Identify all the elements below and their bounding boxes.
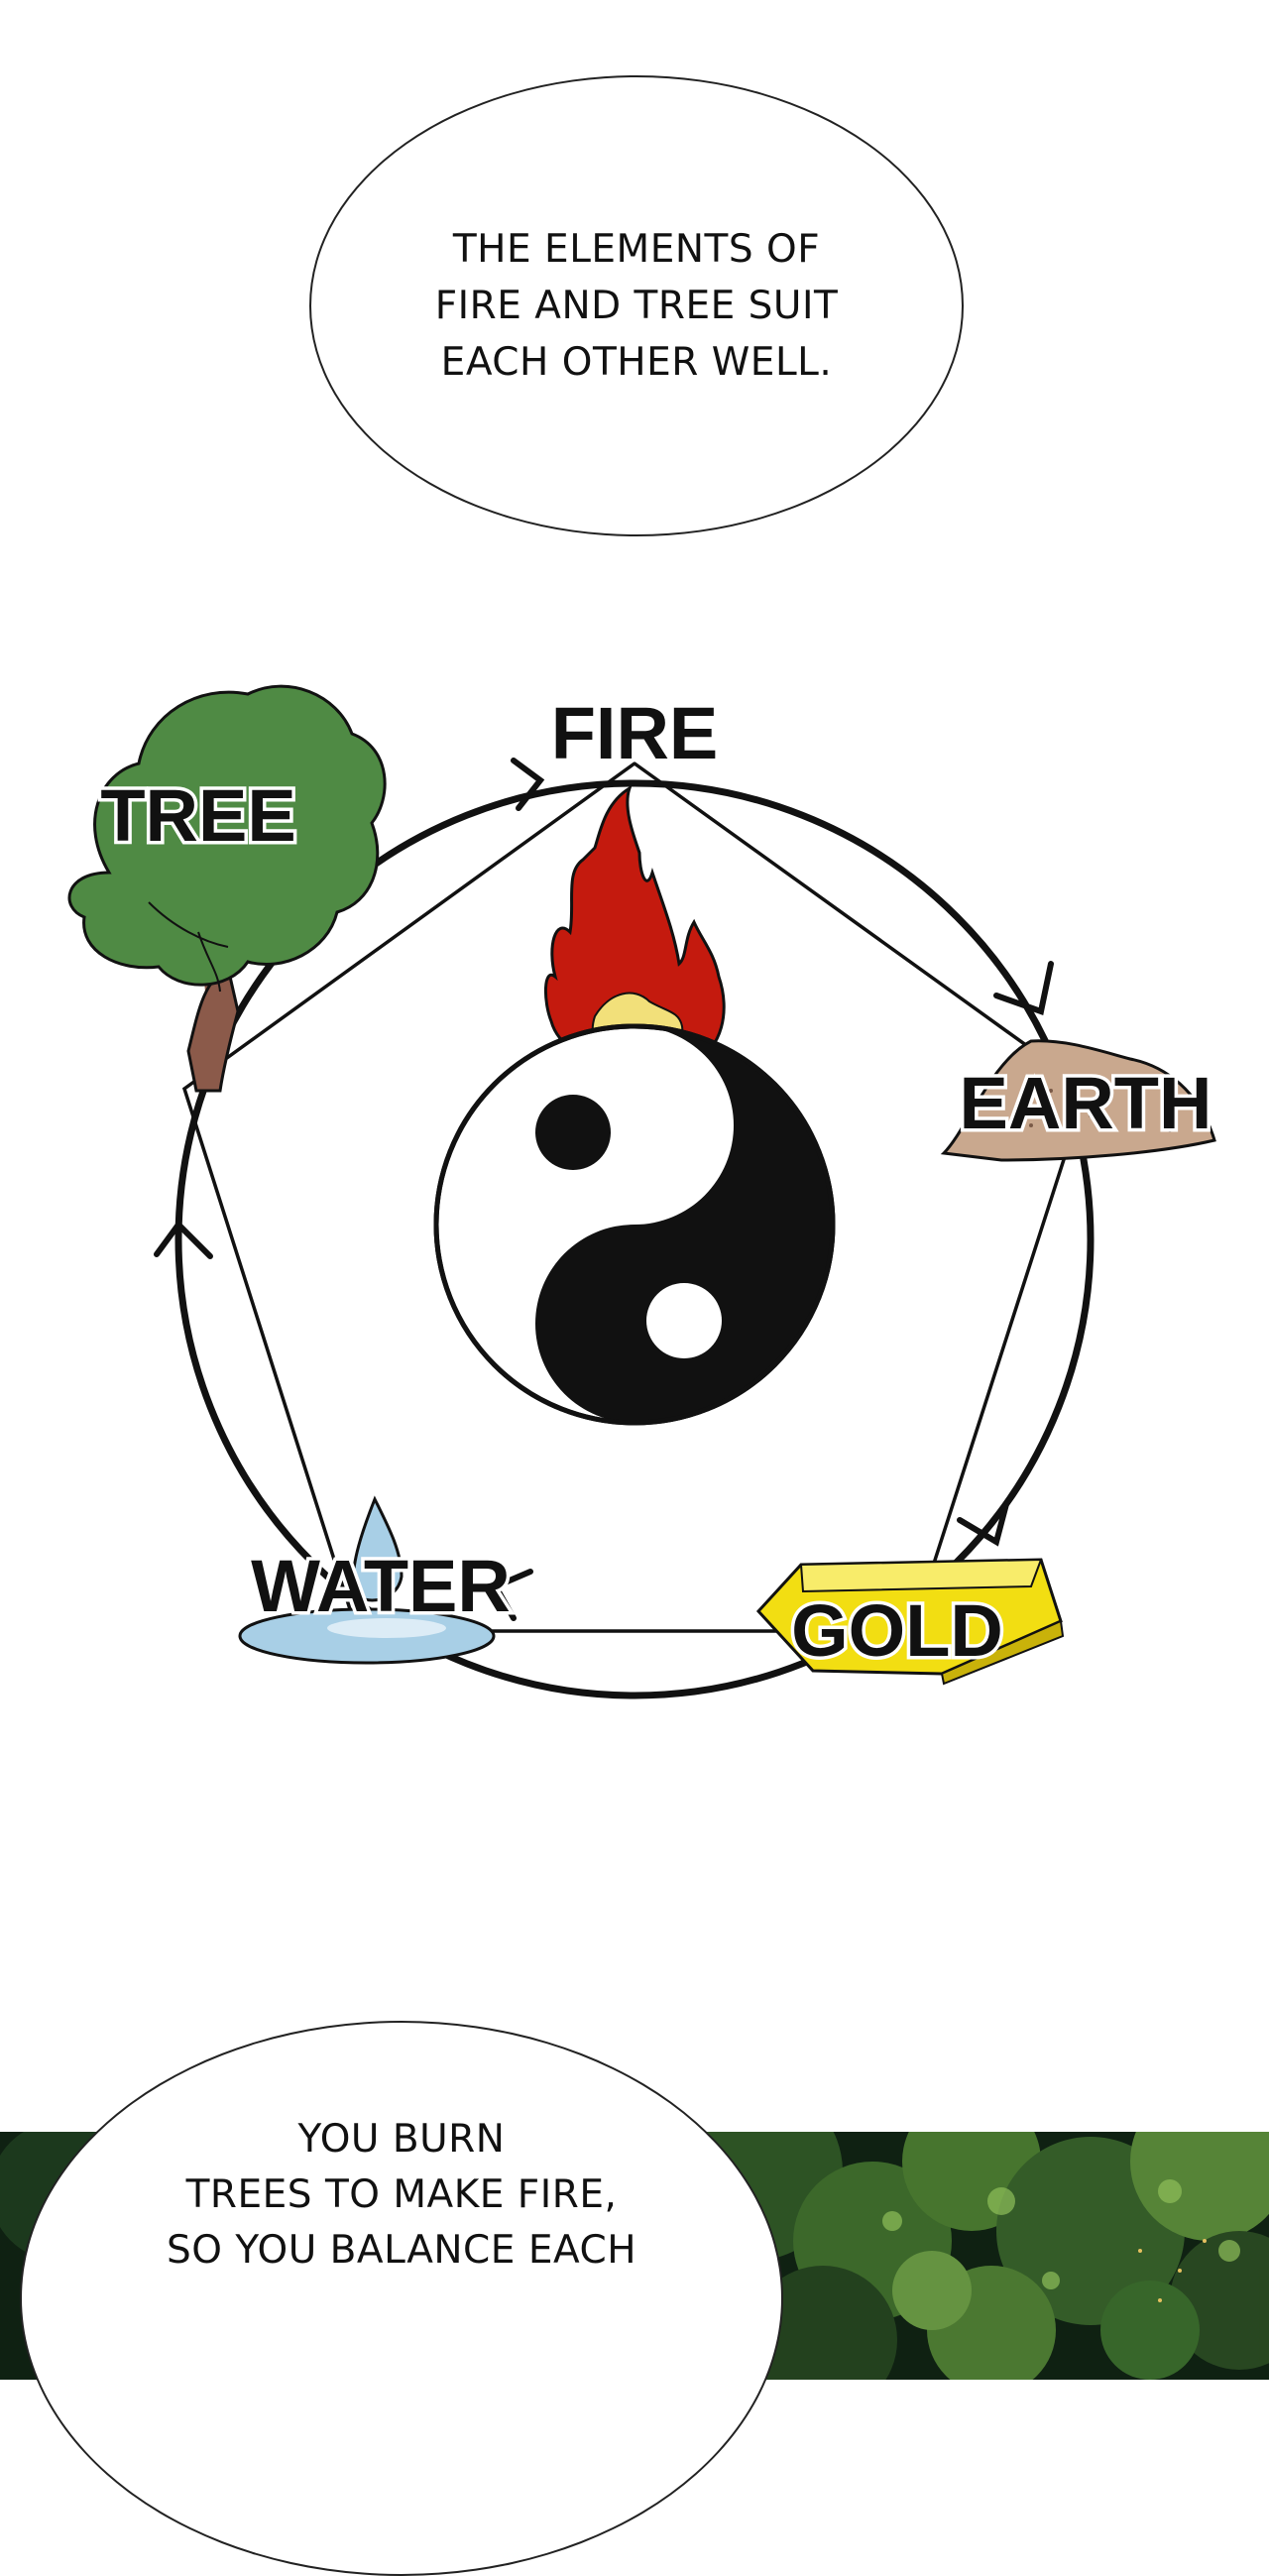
label-fire: FIRE (551, 692, 719, 774)
label-gold: GOLD (791, 1589, 1003, 1672)
flame-icon (543, 784, 726, 1065)
arrow-tree-to-fire (511, 758, 545, 811)
label-earth: EARTH (960, 1062, 1212, 1144)
arrow-water-to-tree (154, 1220, 213, 1259)
gold-bar-icon (755, 1558, 1065, 1686)
cycle-circle (174, 779, 1095, 1699)
water-drop-icon (238, 1495, 496, 1665)
bubble-bottom-line-3: SO YOU BALANCE EACH (166, 2228, 637, 2273)
tree-icon (67, 684, 387, 1093)
arrow-gold-to-water (491, 1569, 533, 1621)
arrow-fire-to-earth (993, 961, 1054, 1015)
label-tree: TREE (100, 774, 295, 857)
label-water: WATER (251, 1545, 511, 1627)
dirt-pile-icon (940, 1039, 1216, 1162)
bubble-top-line-1: THE ELEMENTS OF (452, 227, 821, 272)
bubble-top-line-3: EACH OTHER WELL. (440, 340, 833, 385)
speech-bubble-top: THE ELEMENTS OF FIRE AND TREE SUIT EACH … (309, 75, 964, 536)
arrow-earth-to-gold (957, 1501, 1009, 1547)
bubble-top-line-2: FIRE AND TREE SUIT (434, 284, 839, 328)
pentagram (181, 761, 1090, 1633)
bubble-bottom-line-1: YOU BURN (297, 2117, 506, 2162)
bubble-bottom-line-2: TREES TO MAKE FIRE, (185, 2172, 618, 2217)
speech-bubble-bottom: YOU BURN TREES TO MAKE FIRE, SO YOU BALA… (20, 2021, 783, 2576)
yin-yang-icon (433, 1023, 836, 1426)
cycle-arrows (154, 758, 1054, 1621)
five-elements-diagram: FIRE EARTH GOLD WATER TREE (67, 684, 1216, 1699)
